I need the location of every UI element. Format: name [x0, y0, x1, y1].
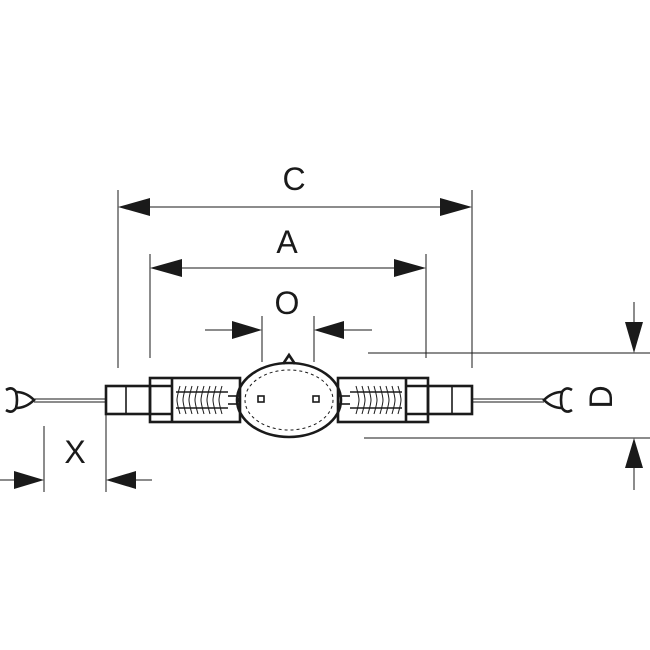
spade-terminal-left-icon [5, 387, 36, 413]
arrowhead-a-left [150, 259, 182, 277]
bulb [235, 352, 343, 439]
end-cap-left [104, 384, 152, 416]
spade-terminal-right-icon [542, 387, 573, 413]
label-c: C [282, 161, 305, 197]
arrowhead-c-left [118, 198, 150, 216]
dimension-c: C [117, 161, 473, 368]
arrowhead-a-right [394, 259, 426, 277]
dimension-d: D [364, 302, 650, 490]
sleeve-left [148, 376, 242, 424]
label-d: D [583, 385, 619, 408]
arrowhead-o-right [314, 321, 344, 339]
dimension-a: A [149, 224, 427, 358]
arrowhead-c-right [440, 198, 472, 216]
electrode-left [257, 395, 265, 403]
dimension-o: O [205, 285, 372, 362]
arrowhead-d-top [625, 322, 643, 353]
arrowhead-x-left [14, 471, 44, 489]
arrowhead-o-left [232, 321, 262, 339]
label-x: X [64, 434, 85, 470]
lamp-icon [5, 352, 573, 439]
label-o: O [275, 285, 300, 321]
arrowhead-d-bottom [625, 438, 643, 468]
dimension-x: X [0, 414, 152, 492]
end-cap-right [426, 384, 474, 416]
electrode-right [312, 395, 320, 403]
arrowhead-x-right [106, 471, 136, 489]
sleeve-right [336, 376, 430, 424]
label-a: A [276, 224, 298, 260]
